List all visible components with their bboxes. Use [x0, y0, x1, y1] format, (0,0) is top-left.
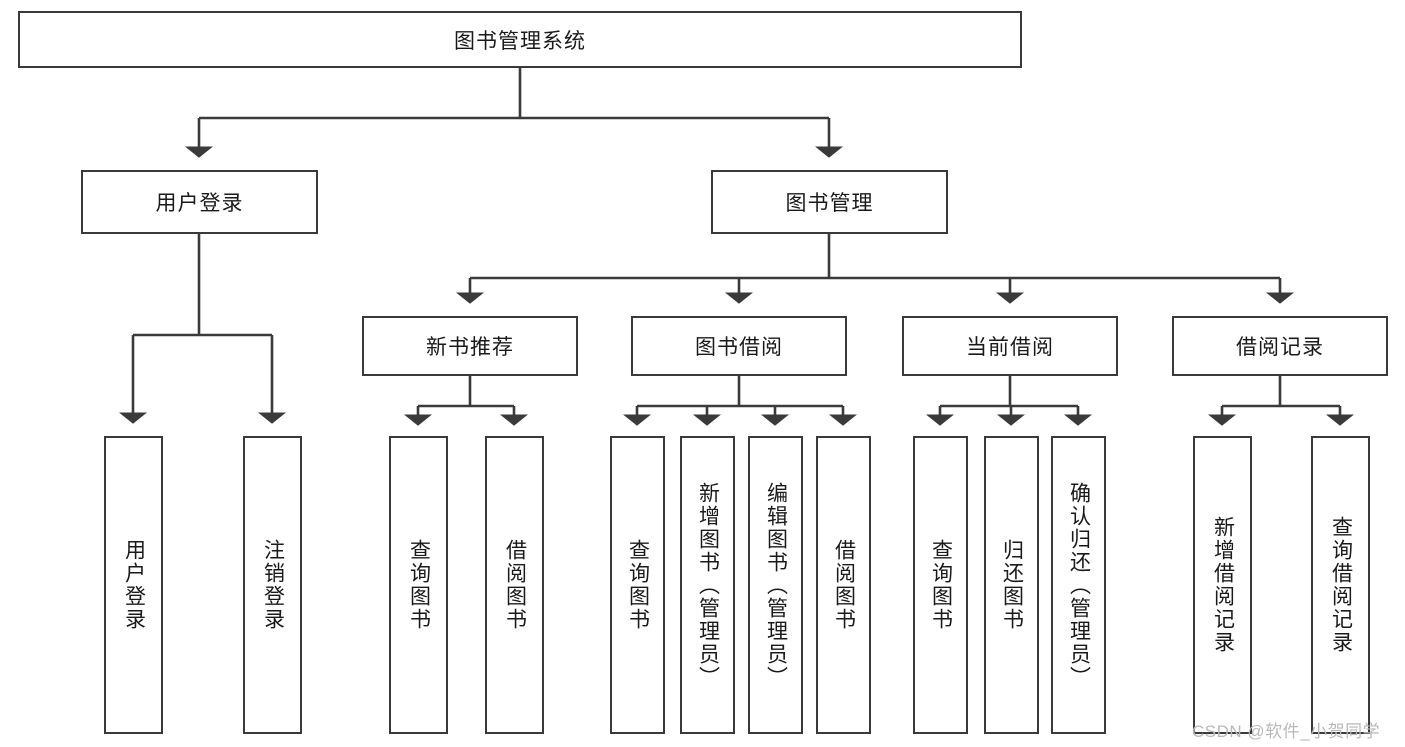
leaf-add-borrow-record-label: 新增借阅记录: [1211, 516, 1235, 654]
leaf-edit-book-admin-label: 编辑图书（管理员）: [764, 481, 788, 689]
leaf-borrow-book-recommend-label: 借阅图书: [503, 539, 527, 631]
leaf-borrow-book[interactable]: 借阅图书: [816, 436, 871, 734]
node-new-book-recommend-label: 新书推荐: [426, 336, 514, 359]
leaf-user-login-label: 用户登录: [122, 539, 146, 631]
node-book-borrow-label: 图书借阅: [695, 336, 783, 359]
leaf-query-book-borrow[interactable]: 查询图书: [610, 436, 665, 734]
node-user-login-label: 用户登录: [155, 192, 244, 215]
node-book-management-label: 图书管理: [785, 192, 874, 215]
node-book-management[interactable]: 图书管理: [711, 170, 948, 234]
leaf-add-book-admin[interactable]: 新增图书（管理员）: [680, 436, 735, 734]
node-root[interactable]: 图书管理系统: [18, 11, 1022, 68]
node-current-borrow-label: 当前借阅: [966, 336, 1054, 359]
leaf-borrow-book-label: 借阅图书: [832, 539, 856, 631]
node-borrow-record[interactable]: 借阅记录: [1172, 316, 1388, 376]
leaf-query-book-current[interactable]: 查询图书: [913, 436, 968, 734]
leaf-add-borrow-record[interactable]: 新增借阅记录: [1193, 436, 1252, 734]
leaf-query-book-current-label: 查询图书: [929, 539, 953, 631]
leaf-query-book-recommend-label: 查询图书: [407, 539, 431, 631]
node-root-label: 图书管理系统: [454, 29, 586, 53]
leaf-return-book-label: 归还图书: [1000, 539, 1024, 631]
node-current-borrow[interactable]: 当前借阅: [902, 316, 1118, 376]
leaf-return-book[interactable]: 归还图书: [984, 436, 1039, 734]
node-book-borrow[interactable]: 图书借阅: [631, 316, 847, 376]
leaf-logout-login[interactable]: 注销登录: [243, 436, 302, 734]
leaf-edit-book-admin[interactable]: 编辑图书（管理员）: [748, 436, 803, 734]
leaf-query-book-borrow-label: 查询图书: [626, 539, 650, 631]
node-user-login[interactable]: 用户登录: [81, 170, 318, 234]
leaf-query-borrow-record[interactable]: 查询借阅记录: [1311, 436, 1370, 734]
leaf-query-book-recommend[interactable]: 查询图书: [389, 436, 448, 734]
leaf-borrow-book-recommend[interactable]: 借阅图书: [485, 436, 544, 734]
leaf-confirm-return-admin-label: 确认归还（管理员）: [1067, 481, 1091, 689]
node-borrow-record-label: 借阅记录: [1236, 336, 1324, 359]
csdn-watermark: CSDN @软件_小贺同学: [1192, 722, 1381, 741]
leaf-query-borrow-record-label: 查询借阅记录: [1329, 516, 1353, 654]
leaf-logout-login-label: 注销登录: [261, 539, 285, 631]
leaf-user-login[interactable]: 用户登录: [104, 436, 163, 734]
leaf-add-book-admin-label: 新增图书（管理员）: [696, 481, 720, 689]
leaf-confirm-return-admin[interactable]: 确认归还（管理员）: [1051, 436, 1106, 734]
node-new-book-recommend[interactable]: 新书推荐: [362, 316, 578, 376]
